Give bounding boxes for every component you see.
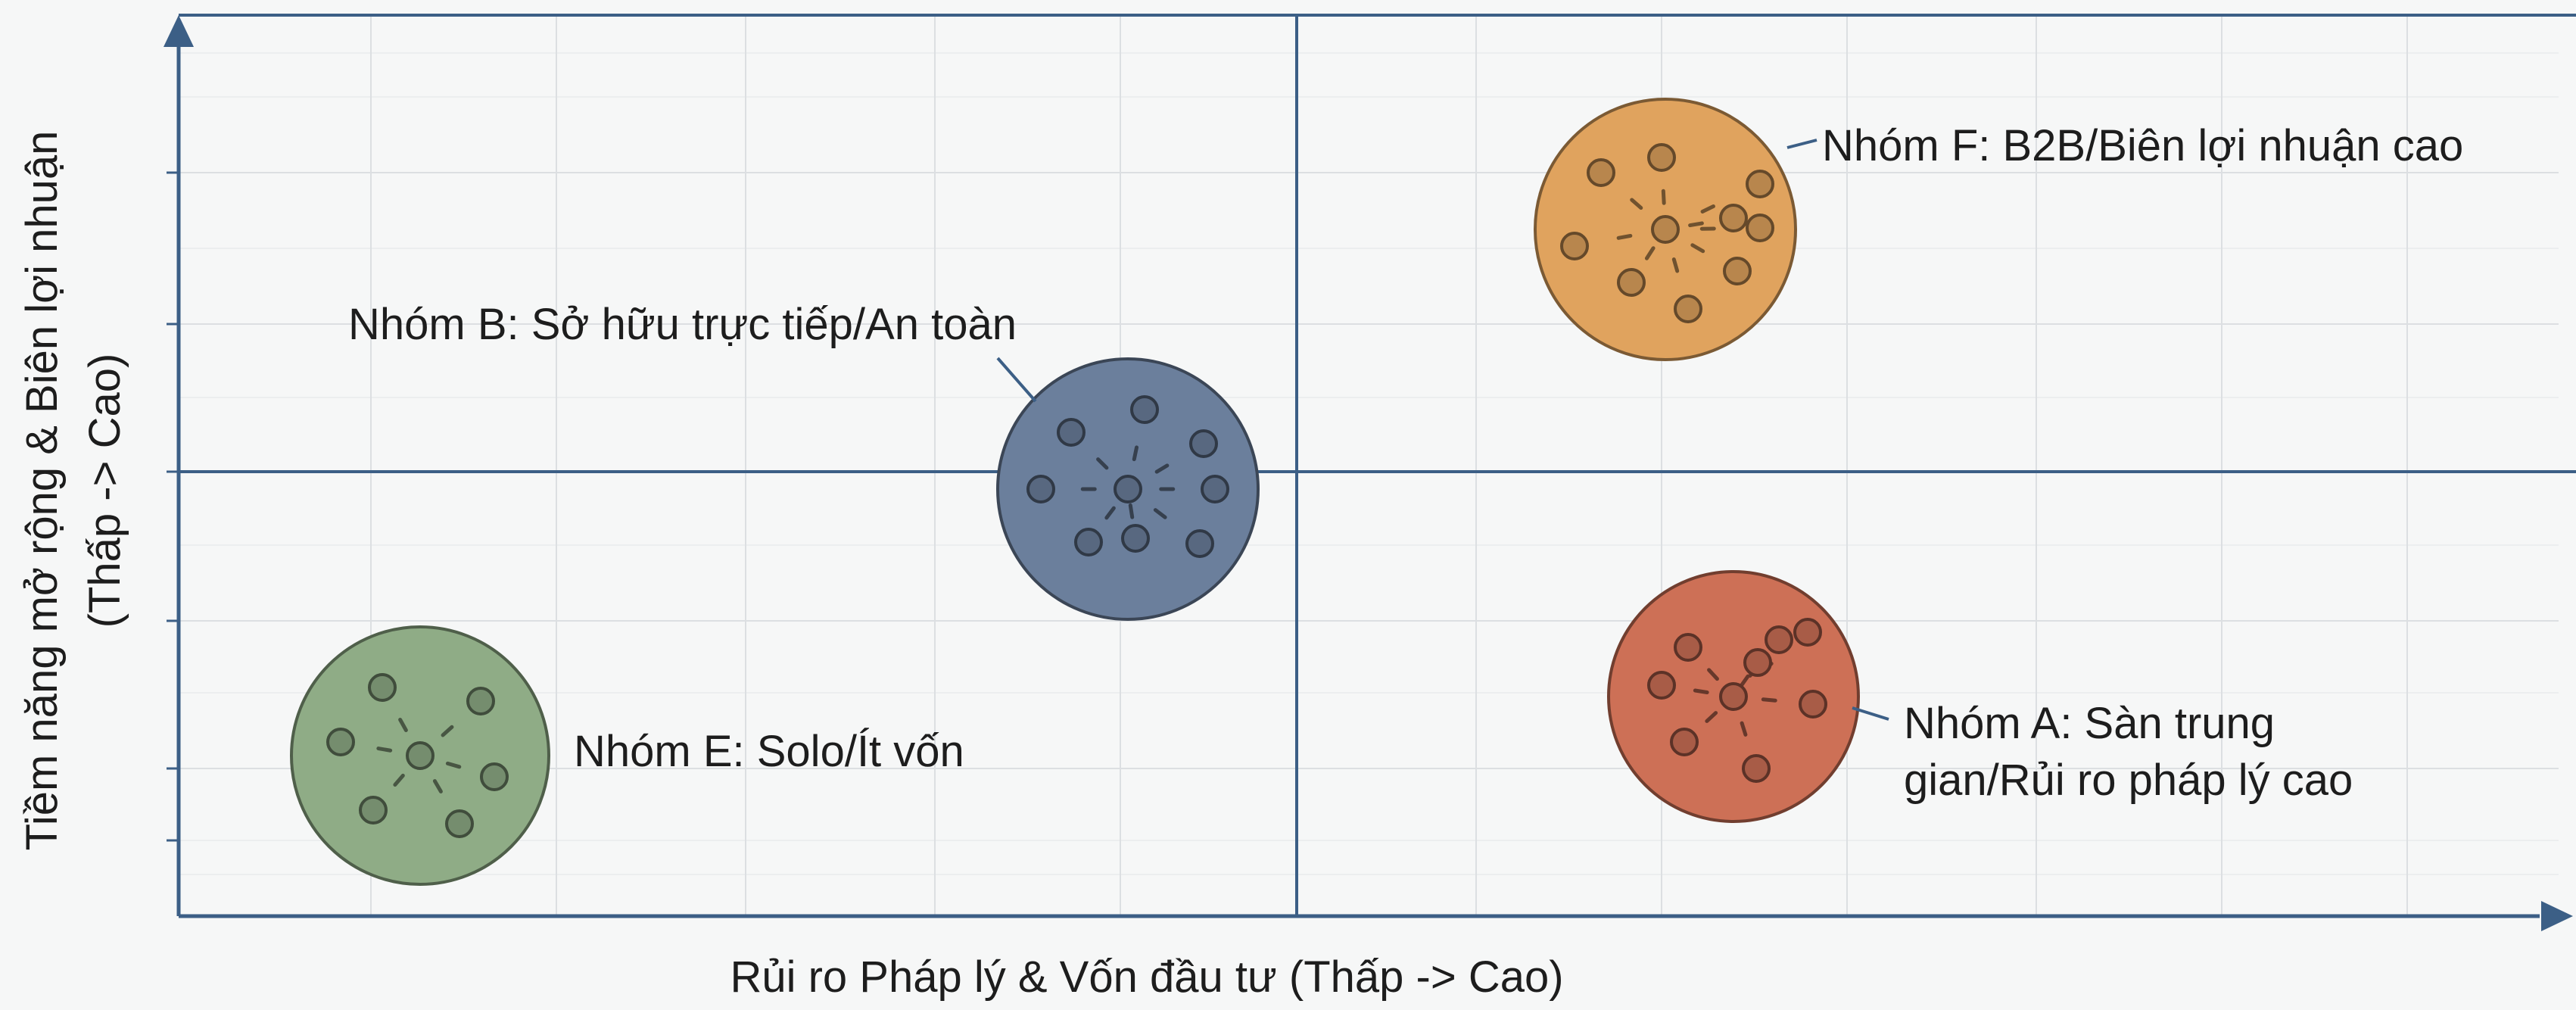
group-e-cluster (290, 625, 550, 886)
group-b-member-dot (1185, 529, 1214, 558)
group-b-member-dot (1121, 524, 1150, 553)
group-e-member-dot (406, 741, 435, 770)
group-a-label-line2: gian/Rủi ro pháp lý cao (1904, 756, 2353, 805)
x-axis (179, 901, 2573, 931)
group-f-leader-line (1786, 139, 1818, 149)
group-f-motion-mark (1661, 189, 1666, 205)
group-a-motion-mark (1761, 697, 1777, 703)
group-b-motion-mark (1154, 463, 1170, 474)
group-b-member-dot (1114, 475, 1142, 503)
group-e-motion-mark (376, 747, 393, 753)
group-f-member-dot (1587, 158, 1615, 187)
group-f-member-dot (1617, 268, 1646, 297)
group-b-member-dot (1057, 418, 1086, 447)
group-b-motion-mark (1096, 457, 1109, 470)
group-f-member-dot (1674, 295, 1702, 323)
group-a-cluster (1607, 570, 1860, 823)
group-a-member-dot (1799, 690, 1827, 719)
group-f-motion-mark (1700, 204, 1715, 214)
group-a-leader-line (1852, 706, 1889, 721)
group-f-label: Nhóm F: B2B/Biên lợi nhuận cao (1822, 121, 2463, 170)
group-f-member-dot (1746, 214, 1774, 242)
group-e-motion-mark (432, 779, 443, 793)
y-axis-title-line1: Tiềm năng mở rộng & Biên lợi nhuận (17, 131, 67, 851)
group-b-member-dot (1189, 429, 1218, 458)
group-f-member-dot (1560, 232, 1589, 260)
group-a-motion-mark (1705, 711, 1718, 723)
group-f-motion-mark (1630, 198, 1643, 210)
group-e-member-dot (445, 809, 474, 838)
group-a-label-line1: Nhóm A: Sàn trung (1904, 699, 2275, 748)
group-b-motion-mark (1128, 503, 1135, 519)
group-f-member-dot (1651, 215, 1680, 244)
group-e-motion-mark (445, 761, 462, 769)
group-f-motion-mark (1671, 257, 1680, 273)
x-axis-arrow-icon (2541, 901, 2573, 931)
group-a-member-dot (1793, 618, 1822, 647)
group-a-member-dot (1647, 671, 1676, 700)
group-e-motion-mark (441, 725, 454, 737)
group-f-motion-mark (1688, 221, 1704, 228)
group-a-motion-mark (1693, 688, 1709, 694)
group-b-member-dot (1026, 475, 1055, 503)
group-f-member-dot (1647, 143, 1676, 172)
group-f-member-dot (1746, 170, 1774, 198)
group-b-member-dot (1201, 475, 1229, 503)
group-f-motion-mark (1644, 246, 1656, 260)
background-grid (167, 15, 2559, 916)
y-axis-title-line2: (Thấp -> Cao) (80, 354, 129, 628)
group-b-motion-mark (1104, 506, 1116, 520)
y-axis-arrow-icon (164, 15, 194, 47)
group-b-motion-mark (1132, 445, 1139, 462)
group-f-motion-mark (1616, 233, 1633, 240)
group-b-leader-line (996, 357, 1037, 403)
x-axis-title: Rủi ro Pháp lý & Vốn đầu tư (Thấp -> Cao… (730, 952, 1563, 1002)
group-a-member-dot (1670, 728, 1699, 756)
group-a-motion-mark (1740, 721, 1748, 737)
group-e-member-dot (368, 673, 397, 702)
group-a-member-dot (1743, 648, 1772, 677)
group-e-label: Nhóm E: Solo/Ít vốn (574, 727, 964, 776)
group-a-member-dot (1674, 633, 1702, 662)
group-e-member-dot (480, 762, 509, 791)
group-b-member-dot (1130, 395, 1159, 424)
group-e-motion-mark (398, 718, 408, 732)
group-b-motion-mark (1153, 508, 1167, 519)
y-axis (164, 15, 194, 916)
group-a-member-dot (1719, 682, 1748, 711)
group-f-member-dot (1723, 257, 1752, 285)
group-f-cluster (1534, 98, 1797, 361)
group-b-label: Nhóm B: Sở hữu trực tiếp/An toàn (348, 300, 1017, 349)
group-b-cluster (996, 357, 1260, 621)
group-a-member-dot (1742, 754, 1771, 783)
group-a-motion-mark (1739, 674, 1750, 688)
group-f-member-dot (1719, 204, 1748, 232)
group-a-motion-mark (1707, 668, 1719, 681)
group-e-member-dot (326, 728, 355, 756)
group-e-member-dot (466, 687, 495, 715)
group-e-member-dot (359, 796, 388, 825)
group-f-motion-mark (1690, 243, 1705, 254)
group-b-member-dot (1074, 528, 1103, 556)
group-e-motion-mark (393, 773, 405, 787)
group-a-member-dot (1765, 625, 1793, 654)
